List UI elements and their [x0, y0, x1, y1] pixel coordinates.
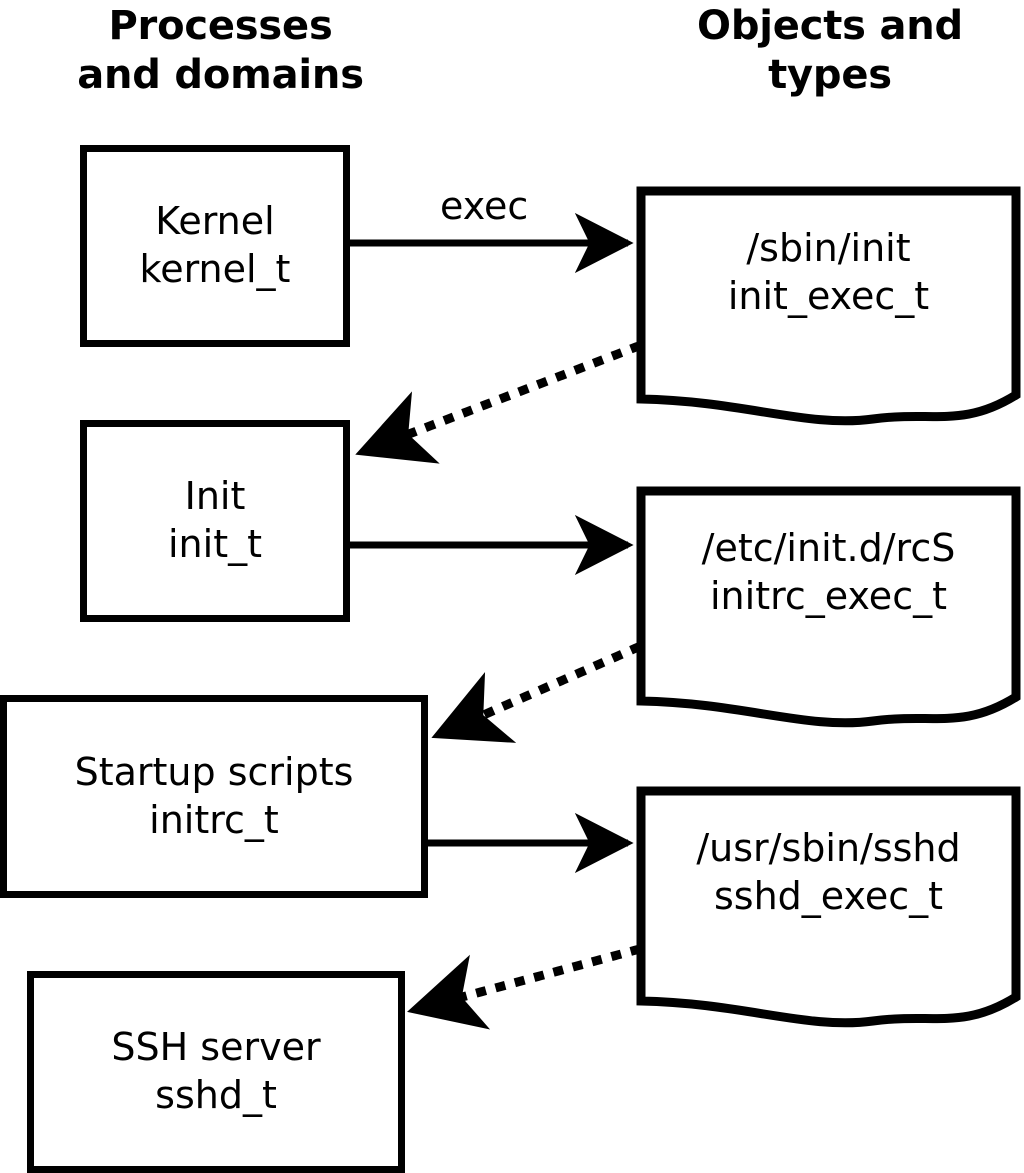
edge-init-exec-to-init: [355, 341, 642, 464]
column-header-processes: Processes and domains: [77, 3, 364, 98]
node-type: kernel_t: [139, 247, 291, 291]
node-label: SSH server: [111, 1025, 321, 1070]
edge-label-exec: exec: [440, 184, 529, 228]
object-node-init-exec[interactable]: /sbin/init init_exec_t: [633, 183, 1024, 433]
node-type: sshd_t: [155, 1073, 277, 1117]
node-type: init_t: [168, 522, 262, 566]
edge-sshd-exec-to-sshd: [407, 944, 642, 1030]
node-label: Startup scripts: [74, 749, 354, 794]
object-node-sshd-exec[interactable]: /usr/sbin/sshd sshd_exec_t: [633, 783, 1024, 1036]
node-label: Kernel: [155, 199, 275, 244]
process-node-init[interactable]: Init init_t: [80, 420, 350, 622]
document-shape-icon: [636, 186, 1021, 426]
document-shape-icon: [636, 486, 1021, 728]
node-type: initrc_t: [149, 797, 279, 842]
process-node-startup-scripts[interactable]: Startup scripts initrc_t: [0, 695, 428, 898]
process-node-kernel[interactable]: Kernel kernel_t: [80, 145, 350, 347]
process-node-ssh-server[interactable]: SSH server sshd_t: [27, 971, 405, 1173]
document-shape-icon: [636, 786, 1021, 1028]
edge-initrc-exec-to-initrc: [431, 642, 642, 743]
column-header-objects: Objects and types: [697, 3, 963, 98]
node-label: Init: [184, 474, 246, 519]
object-node-initrc-exec[interactable]: /etc/init.d/rcS initrc_exec_t: [633, 483, 1024, 736]
